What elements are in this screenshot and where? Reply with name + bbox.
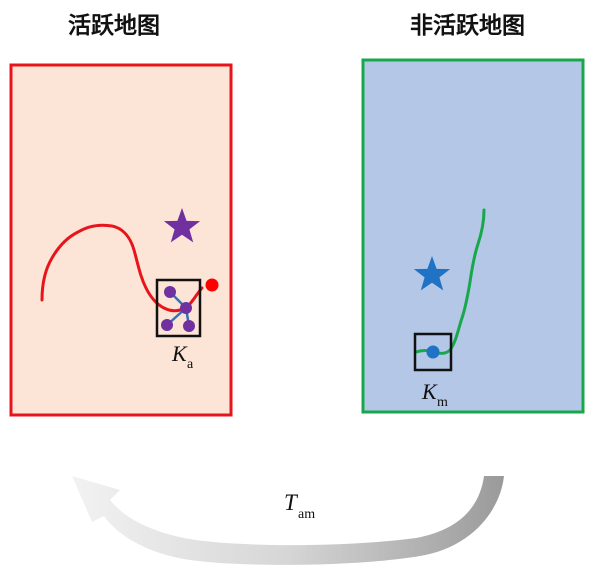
transform-subscript: am xyxy=(298,507,315,522)
keyframe-box-inactive xyxy=(413,332,453,372)
landmark-point xyxy=(183,320,195,332)
landmark-point xyxy=(164,286,176,298)
active-map-panel xyxy=(9,63,233,417)
keyframe-box-active xyxy=(155,278,202,338)
star-icon xyxy=(413,256,451,291)
active-map-title: 活跃地图 xyxy=(68,13,160,39)
curved-arrow-icon xyxy=(72,476,504,565)
keyframe-inactive-subscript: m xyxy=(437,395,448,410)
keyframe-active-subscript: a xyxy=(187,357,194,372)
landmark-point xyxy=(161,319,173,331)
inactive-map-title: 非活跃地图 xyxy=(410,13,525,39)
keyframe-inactive-label: K xyxy=(421,379,438,404)
landmark-point xyxy=(180,302,192,314)
keyframe-point xyxy=(426,345,440,359)
keyframe-active-label: K xyxy=(171,341,188,366)
inactive-map-panel xyxy=(361,58,585,414)
transform-label: T xyxy=(284,490,299,515)
star-icon xyxy=(163,208,201,243)
dot-icon xyxy=(205,278,219,292)
